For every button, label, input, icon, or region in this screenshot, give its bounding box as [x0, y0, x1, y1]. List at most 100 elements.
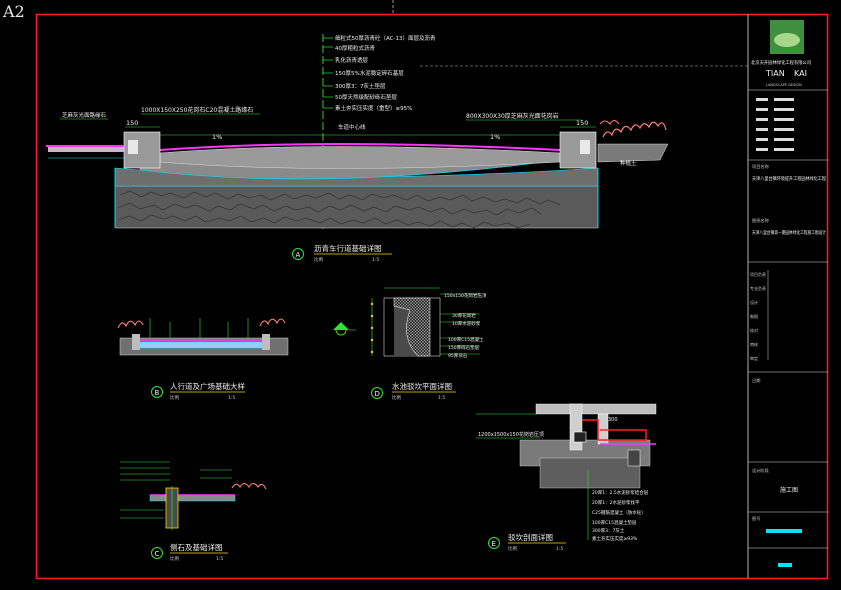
detail-title-e: 驳坎剖面详图	[508, 532, 553, 542]
shrub-symbol	[602, 121, 667, 138]
shrub-symbol	[259, 318, 286, 327]
detail-marker-e	[488, 537, 500, 549]
scale-note: 比例	[170, 394, 179, 401]
note: 150厚碎石垫层	[448, 344, 480, 351]
detail-letter: C	[155, 550, 160, 558]
sheet-number-label: 图号	[752, 516, 760, 522]
detail-letter: D	[375, 390, 380, 398]
layer-note: 乳化沥青透层	[335, 56, 369, 64]
scale-note: 比例	[508, 545, 517, 552]
sheet-number-bar	[766, 529, 802, 533]
note: 100厚C15混凝土垫层	[592, 519, 637, 526]
paver-layer	[139, 341, 263, 349]
stage-value: 施工图	[780, 486, 798, 494]
note: 素土夯实压实度≥93%	[592, 535, 638, 542]
shrub-symbol	[117, 320, 144, 329]
drawing-name: 天津八里台镇第一期园林绿化工程施工图设计	[752, 229, 826, 236]
scale-value: 1:5	[556, 546, 563, 552]
company-logo-swirl	[774, 33, 800, 47]
detail-e: 1200x1500x150花岗岩压顶 300 20厚1：2.5水泥砂浆结合层 2…	[476, 403, 657, 552]
note-leaders	[120, 461, 232, 519]
note: 20厚1：2水泥砂浆找平	[592, 499, 640, 506]
note: 100厚C15混凝土	[448, 336, 484, 343]
detail-a: 细粒式50厚沥青砼（AC-13）面层及沥青 40厚粗粒式沥青 乳化沥青透层 15…	[46, 34, 669, 263]
staff-row: 制图	[750, 313, 758, 319]
staff-row: 审核	[750, 341, 758, 347]
layer-leaders	[323, 37, 333, 109]
curb-right	[559, 131, 597, 169]
staff-row: 审定	[750, 355, 758, 361]
detail-c: C 侧石及基础详图 比例 1:5	[120, 461, 267, 562]
curb-right	[262, 334, 270, 350]
staff-row: 专业负责	[750, 285, 766, 291]
planting-soil	[597, 143, 669, 163]
layer-note: 40厚粗粒式沥青	[335, 44, 375, 52]
note-leaders	[440, 293, 480, 355]
company-name-cn: 北京天开园林绿化工程有限公司	[751, 59, 811, 66]
detail-d-notes: 150x150花岗岩压顶 30厚花岗岩 10厚水泥砂浆 100厚C15混凝土 1…	[444, 292, 487, 359]
detail-title-b: 人行道及广场基础大样	[170, 381, 245, 391]
detail-letter: E	[492, 540, 496, 548]
scale-note: 比例	[170, 555, 179, 562]
waterproof-layer	[582, 419, 647, 441]
sheet-size-label: A2	[3, 2, 25, 21]
note: 300厚3：7灰土	[592, 527, 625, 534]
base-layer	[149, 494, 236, 502]
signature-fields	[756, 98, 794, 151]
project-name: 天津八里台镇环境提升工程园林绿化工程	[752, 175, 826, 182]
callout-leaders	[149, 318, 249, 338]
sheet-border	[35, 13, 829, 580]
stone-hatch	[393, 297, 431, 357]
scale-value: 1:5	[228, 395, 235, 401]
dimension-ticks	[370, 302, 374, 354]
title-block-grid	[748, 89, 828, 549]
detail-letter: B	[155, 389, 160, 397]
slope-left: 1%	[212, 133, 222, 141]
staff-row: 设计	[750, 299, 758, 305]
section-marker	[333, 322, 356, 336]
footing	[627, 449, 641, 467]
staff-rows: 项目负责 专业负责 设计 制图 校对 审核 审定	[750, 271, 766, 361]
detail-e-notes: 20厚1：2.5水泥砂浆结合层 20厚1：2水泥砂浆找平 C25钢筋混凝土（防水…	[592, 489, 649, 542]
curb-right-stone	[580, 140, 590, 154]
detail-b: B 人行道及广场基础大样 比例 1:5	[117, 318, 289, 401]
gravel-pattern	[117, 190, 561, 229]
detail-title-d: 水池驳坎平面详图	[392, 381, 452, 391]
curb-left-stone	[128, 140, 138, 154]
layer-note: 300厚3：7灰土垫层	[335, 82, 386, 90]
shrub-symbol	[599, 120, 620, 125]
sidewalk-left	[48, 146, 124, 152]
scale-value: 1:5	[372, 257, 379, 263]
date-label: 日期	[752, 378, 760, 384]
dim-150-right: 150	[576, 119, 588, 127]
gravel-bed	[114, 185, 599, 229]
company-subtitle: LANDSCAPE DESIGN	[766, 83, 802, 87]
scale-note: 比例	[314, 256, 323, 263]
detail-letter: A	[296, 251, 301, 259]
company-name-en: TIAN	[765, 69, 785, 78]
detail-marker-d	[371, 387, 383, 399]
dim-150-left: 150	[126, 119, 138, 127]
note: C25钢筋混凝土（防水砼）	[592, 509, 646, 516]
note: 30厚花岗岩	[452, 312, 476, 319]
note: 95厚块石	[448, 352, 468, 359]
slope-right: 1%	[490, 133, 500, 141]
layer-note: 50厚天然级配砂砾石垫层	[335, 93, 397, 101]
project-label: 项目名称	[752, 163, 769, 170]
staff-row: 项目负责	[750, 271, 766, 277]
coping-stone	[535, 403, 657, 415]
stage-label: 设计阶段	[752, 467, 770, 474]
detail-marker-b	[151, 386, 163, 398]
wall-section	[569, 403, 583, 451]
detail-marker-a	[292, 248, 304, 260]
detail-title-c: 侧石及基础详图	[170, 542, 223, 552]
curb-left	[132, 334, 140, 350]
curb-right-note: 800X300X30厚芝麻灰光面花岗岩	[466, 112, 559, 120]
planting-soil-label: 种植土	[620, 159, 637, 167]
base-gravel	[539, 457, 641, 489]
staff-row: 校对	[750, 327, 758, 333]
layer-notes: 细粒式50厚沥青砼（AC-13）面层及沥青 40厚粗粒式沥青 乳化沥青透层 15…	[335, 34, 436, 112]
note: 20厚1：2.5水泥砂浆结合层	[592, 489, 649, 496]
dim-note: 1200x1500x150花岗岩压顶	[478, 431, 544, 438]
